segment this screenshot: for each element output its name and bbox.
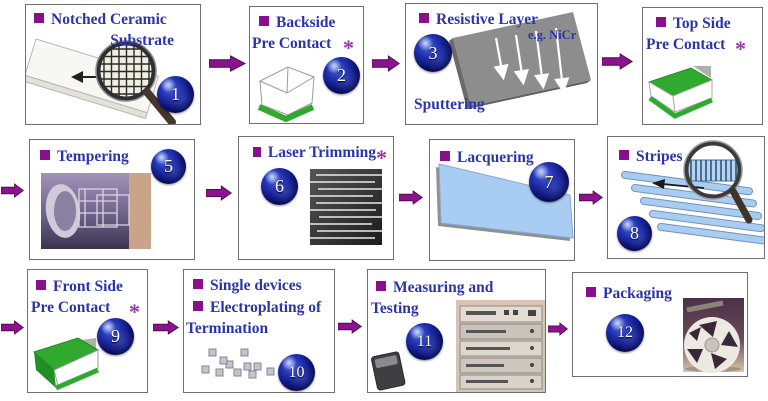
step-title: Backside xyxy=(276,13,336,31)
step-title-line2: Pre Contact xyxy=(31,298,111,316)
step-box-resistive-layer: Resistive Layer e.g. NiCr Sputtering 3 xyxy=(405,3,598,125)
asterisk-marker: * xyxy=(129,299,140,325)
bullet-icon xyxy=(376,281,386,292)
bullet-icon xyxy=(253,146,261,157)
step-box-backside-pre-contact: Backside Pre Contact * 2 xyxy=(249,6,364,124)
step-box-single-devices-electroplating: Single devices Electroplating of Termina… xyxy=(183,269,335,393)
bullet-icon xyxy=(193,279,203,290)
step-box-notched-ceramic-substrate: Notched Ceramic Substrate 1 xyxy=(25,4,201,125)
process-caption: Sputtering xyxy=(414,96,485,113)
stripes-magnifier-drawing xyxy=(621,140,764,245)
asterisk-marker: * xyxy=(735,36,746,62)
front-contact-drawing xyxy=(33,337,100,391)
bullet-icon xyxy=(259,16,269,27)
step-box-stripes: Stripes 8 xyxy=(607,136,765,259)
flow-arrow xyxy=(206,185,232,201)
step-number-badge: 9 xyxy=(97,318,134,355)
bullet-icon xyxy=(34,13,44,24)
flow-arrow xyxy=(372,55,400,72)
step-box-packaging: Packaging 12 xyxy=(572,272,748,377)
bullet-icon xyxy=(586,287,596,298)
step-title: Packaging xyxy=(603,284,672,302)
flow-arrow xyxy=(209,55,246,72)
flow-arrow xyxy=(1,183,24,198)
step-number-badge: 11 xyxy=(406,323,443,360)
flow-arrow xyxy=(1,320,24,335)
step-title: Single devices xyxy=(210,276,302,294)
flow-arrow xyxy=(153,320,179,335)
step-title-line2: Pre Contact xyxy=(252,34,332,52)
step-title: Laser Trimming xyxy=(267,144,376,161)
step-number-badge: 12 xyxy=(606,314,644,352)
step-number-badge: 8 xyxy=(617,216,652,251)
step-box-tempering: Tempering 5 xyxy=(29,139,195,260)
flow-arrow xyxy=(399,190,423,205)
flow-arrow xyxy=(338,319,362,334)
test-equipment-photo xyxy=(371,300,545,392)
step-title-line2: Substrate xyxy=(110,31,174,49)
backside-contact-drawing xyxy=(257,66,315,123)
step-title: Stripes xyxy=(636,147,683,165)
step-number-badge: 6 xyxy=(261,168,298,205)
top-contact-drawing xyxy=(647,66,714,119)
step-box-top-side-pre-contact: Top Side Pre Contact * xyxy=(642,7,763,125)
step-box-lacquering: Lacquering 7 xyxy=(429,139,575,261)
step-title-line3: Termination xyxy=(186,319,269,337)
step-title: Resistive Layer xyxy=(436,10,539,28)
step-box-measuring-testing: Measuring and Testing 11 xyxy=(367,269,546,393)
bullet-icon xyxy=(419,13,429,24)
step-title: Notched Ceramic xyxy=(51,10,167,28)
step-number-badge: 3 xyxy=(414,34,452,72)
single-chips-drawing xyxy=(201,348,275,379)
bullet-icon xyxy=(36,280,46,291)
step-number-badge: 10 xyxy=(278,354,315,391)
step-title-line2: Pre Contact xyxy=(646,35,726,53)
tape-reel-photo xyxy=(683,298,744,373)
lacquered-substrate-drawing xyxy=(436,163,574,241)
asterisk-marker: * xyxy=(343,35,354,61)
laser-trim-pattern xyxy=(310,169,382,245)
sputtering-target-drawing xyxy=(449,12,591,109)
step-title-line2: Electroplating of xyxy=(210,298,322,316)
step-box-laser-trimming: Laser Trimming* 6 xyxy=(238,136,394,260)
step-title: Lacquering xyxy=(457,148,534,166)
step-number-badge: 1 xyxy=(157,76,194,113)
flow-arrow xyxy=(548,322,568,336)
step-box-front-side-pre-contact: Front Side Pre Contact * 9 xyxy=(27,269,148,393)
asterisk-marker: * xyxy=(376,144,387,170)
flow-arrow xyxy=(602,53,633,70)
step-number-badge: 7 xyxy=(529,162,569,202)
bullet-icon xyxy=(193,301,203,312)
bullet-icon xyxy=(40,150,50,161)
step-title: Front Side xyxy=(53,277,123,295)
step-number-badge: 2 xyxy=(323,57,360,94)
step-title-line2: Testing xyxy=(371,299,419,317)
step-number-badge: 5 xyxy=(151,149,186,184)
step-title: Tempering xyxy=(57,147,129,165)
bullet-icon xyxy=(656,17,666,28)
substrate-magnifier-drawing xyxy=(26,38,176,124)
bullet-icon xyxy=(440,151,450,162)
flow-arrow xyxy=(579,190,603,205)
bullet-icon xyxy=(619,150,629,161)
tempering-oven-photo xyxy=(41,173,151,249)
step-title: Top Side xyxy=(673,14,731,32)
material-note: e.g. NiCr xyxy=(528,28,577,42)
step-title: Measuring and xyxy=(393,278,494,296)
